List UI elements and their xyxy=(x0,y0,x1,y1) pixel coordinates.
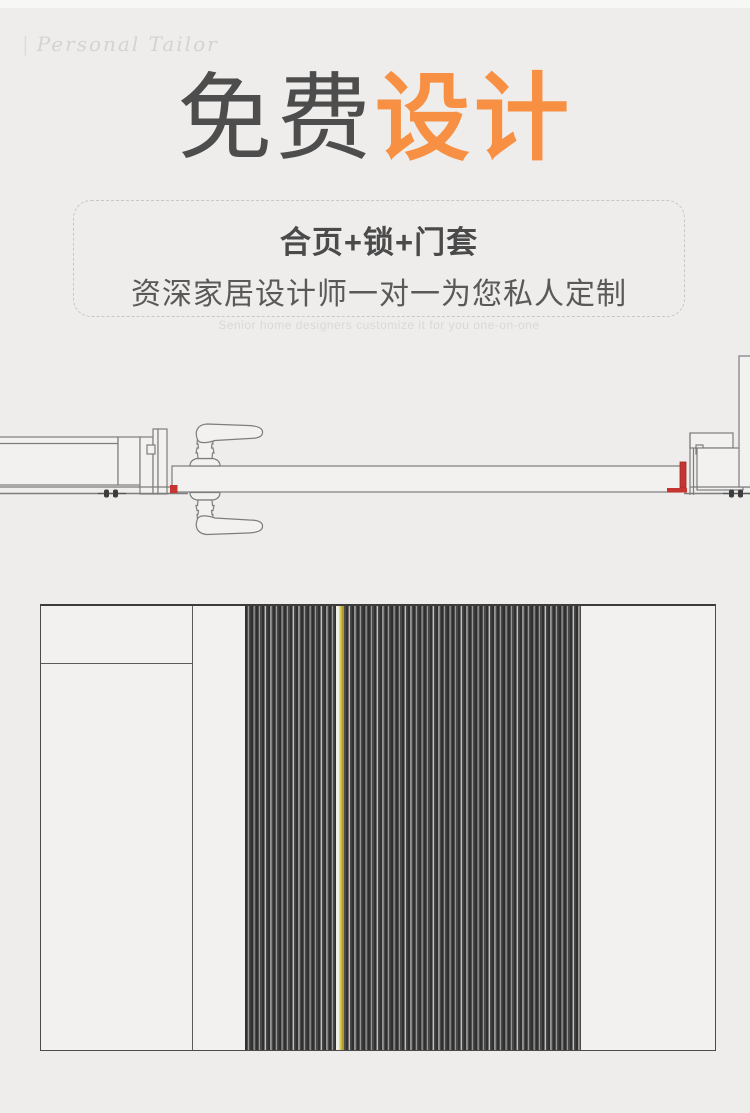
hinge-marker-left xyxy=(98,489,126,498)
panel-divider-horizontal xyxy=(41,663,193,664)
brand-divider-bar: | xyxy=(22,32,31,56)
door-slab xyxy=(171,465,682,493)
door-groove-texture xyxy=(245,606,581,1050)
info-headline: 合页+锁+门套 xyxy=(279,225,479,260)
open-door-left xyxy=(0,436,141,486)
wall-line-left xyxy=(0,486,188,495)
groove-highlight-line xyxy=(336,606,339,1050)
groove-accent-line xyxy=(339,606,343,1050)
page-title: 免费设计 xyxy=(0,69,750,170)
brand-script: |Personal Tailor xyxy=(22,32,219,56)
frame-seal-left xyxy=(170,485,178,493)
hinge-marker-right xyxy=(723,489,750,498)
door-frame-right xyxy=(689,432,744,495)
door-plan-diagram xyxy=(0,355,750,536)
brand-text: Personal Tailor xyxy=(36,32,219,56)
wall-section-right xyxy=(738,355,750,488)
panel-divider-vertical xyxy=(192,606,193,1050)
info-box: 合页+锁+门套 资深家居设计师一对一为您私人定制 Senior home des… xyxy=(73,200,685,332)
door-detail-image xyxy=(40,604,716,1051)
door-frame-left xyxy=(139,428,168,495)
info-caption-en: Senior home designers customize it for y… xyxy=(218,318,540,332)
door-handle-upper xyxy=(189,423,264,467)
title-regular: 免费 xyxy=(176,66,375,172)
top-strip xyxy=(0,0,750,8)
door-handle-lower xyxy=(189,491,264,536)
info-subline: 资深家居设计师一对一为您私人定制 xyxy=(131,278,627,311)
title-accent: 设计 xyxy=(375,66,574,172)
latch-bolt xyxy=(667,461,687,493)
